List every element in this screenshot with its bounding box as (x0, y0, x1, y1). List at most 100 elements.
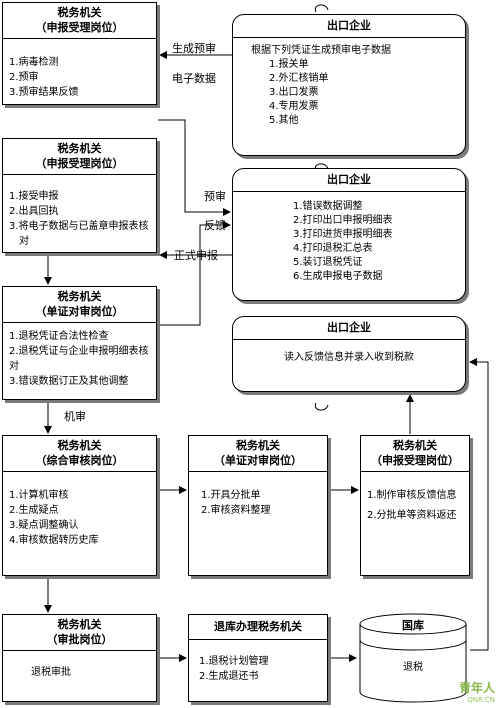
refund-office-box-title: 退库办理税务机关 (214, 620, 302, 633)
tax-verify-box-1-title: 税务机关 (57, 290, 102, 303)
list-item: 1.退税计划管理 (199, 656, 269, 667)
export-box-1-body: 根据下列凭证生成预审电子数据 1.报关单 2.外汇核销单 3.出口发票 4.专用… (233, 38, 465, 132)
arrow-verify1-to-export2 (158, 221, 231, 326)
treasury-cylinder: 国库 退税 (358, 612, 468, 704)
refund-office-box-body: 1.退税计划管理 2.生成退还书 (189, 640, 327, 688)
list-item: 3.出口发票 (269, 87, 319, 98)
tax-accept-box-1: 税务机关 （申报受理岗位） 1.病毒检测 2.预审 3.预审结果反馈 (2, 2, 157, 105)
watermark-logo: 青年人 QNR.CN (459, 682, 495, 706)
list-item: 1.错误数据调整 (293, 201, 363, 212)
label-prereview: 预审 (204, 190, 226, 203)
label-formal-declare: 正式申报 (174, 249, 218, 262)
tax-accept-box-3-subtitle: （申报受理岗位） (371, 454, 459, 467)
list-item: 4.打印退税汇总表 (293, 243, 373, 254)
tax-verify-box-1-header: 税务机关 （单证对审岗位） (3, 287, 156, 323)
list-item: 2.分批单等资料返还 (367, 510, 457, 521)
export-box-2-body: 1.错误数据调整 2.打印出口申报明细表 3.打印进货申报明细表 4.打印退税汇… (233, 192, 465, 288)
tax-review-box-title: 税务机关 (57, 439, 102, 452)
tax-verify-box-2-title: 税务机关 (236, 439, 280, 452)
export-box-3-body: 读入反馈信息并录入收到税款 (233, 340, 465, 369)
tax-accept-box-3-body: 1.制作审核反馈信息 2.分批单等资料返还 (361, 472, 469, 528)
list-item: 3.错误数据订正及其他调整 (9, 376, 129, 387)
list-item: 2.生成退还书 (199, 671, 259, 682)
list-item: 4.专用发票 (269, 101, 319, 112)
list-item: 2.审核资料整理 (201, 505, 271, 516)
list-item: 4.审核数据转历史库 (9, 535, 99, 546)
export-box-3-header: 出口企业 (233, 317, 465, 340)
tax-accept-box-3-header: 税务机关 （申报受理岗位） (361, 436, 469, 472)
label-feedback: 反馈 (204, 219, 226, 232)
list-item: 3.打印进货申报明细表 (293, 229, 393, 240)
tax-approve-box-header: 税务机关 （审批岗位） (3, 615, 156, 651)
treasury-text: 退税 (403, 662, 423, 673)
loop-mark-export1 (314, 4, 329, 13)
tax-accept-box-1-header: 税务机关 （申报受理岗位） (3, 3, 156, 39)
tax-accept-box-3: 税务机关 （申报受理岗位） 1.制作审核反馈信息 2.分批单等资料返还 (360, 435, 470, 576)
list-item: 1.开具分批单 (201, 490, 261, 501)
export-box-2: 出口企业 1.错误数据调整 2.打印出口申报明细表 3.打印进货申报明细表 4.… (232, 168, 466, 301)
label-prereview-data-2: 电子数据 (172, 72, 216, 85)
list-item: 6.生成申报电子数据 (293, 271, 383, 282)
export-box-3-text: 读入反馈信息并录入收到税款 (284, 352, 414, 363)
refund-office-box-header: 退库办理税务机关 (189, 615, 327, 640)
tax-review-box: 税务机关 （综合审核岗位） 1.计算机审核 2.生成疑点 3.疑点调整确认 4.… (2, 435, 157, 576)
tax-review-box-subtitle: （综合审核岗位） (35, 454, 124, 467)
list-item: 2.打印出口申报明细表 (293, 215, 393, 226)
list-item: 3.将电子数据与已盖章申报表核对 (9, 221, 149, 247)
watermark-name: 青年人 (458, 681, 495, 695)
list-item: 2.出具回执 (9, 206, 59, 217)
label-prereview-data-1: 生成预审 (172, 42, 216, 55)
list-item: 2.退税凭证与企业申报明细表核对 (9, 346, 149, 372)
tax-accept-box-2-subtitle: （申报受理岗位） (35, 157, 124, 170)
refund-office-box: 退库办理税务机关 1.退税计划管理 2.生成退还书 (188, 614, 328, 702)
tax-verify-box-1-body: 1.退税凭证合法性检查 2.退税凭证与企业申报明细表核对 3.错误数据订正及其他… (3, 323, 156, 393)
label-machine-review: 机审 (64, 410, 86, 423)
tax-approve-box-title: 税务机关 (57, 618, 102, 631)
tax-accept-box-2: 税务机关 （申报受理岗位） 1.接受申报 2.出具回执 3.将电子数据与已盖章申… (2, 138, 157, 253)
arrow-treasury-to-export3 (469, 358, 489, 651)
tax-accept-box-1-title: 税务机关 (57, 6, 102, 19)
tax-verify-box-1-subtitle: （单证对审岗位） (35, 305, 124, 318)
tax-approve-box-subtitle: （审批岗位） (46, 633, 113, 646)
list-item: 2.预审 (9, 72, 39, 83)
tax-review-box-body: 1.计算机审核 2.生成疑点 3.疑点调整确认 4.审核数据转历史库 (3, 472, 156, 552)
arrow-accept1-to-export2 (158, 119, 231, 216)
list-item: 2.外汇核销单 (269, 73, 329, 84)
list-item: 1.计算机审核 (9, 490, 69, 501)
list-item: 3.预审结果反馈 (9, 87, 79, 98)
list-item: 根据下列凭证生成预审电子数据 (251, 45, 391, 56)
list-item: 2.生成疑点 (9, 505, 59, 516)
tax-accept-box-1-subtitle: （申报受理岗位） (35, 21, 124, 34)
tax-verify-box-2-subtitle: （单证对审岗位） (214, 454, 302, 467)
export-box-1-header: 出口企业 (233, 15, 465, 38)
export-box-1-title: 出口企业 (327, 19, 371, 32)
list-item: 1.接受申报 (9, 191, 59, 202)
list-item: 3.疑点调整确认 (9, 520, 79, 531)
tax-accept-box-2-title: 税务机关 (57, 142, 102, 155)
list-item: 1.制作审核反馈信息 (367, 490, 457, 501)
watermark-site: QNR.CN (467, 696, 495, 704)
loop-mark-export3 (314, 402, 329, 411)
tax-approve-box-text: 退税审批 (31, 667, 71, 678)
treasury-title: 国库 (402, 619, 424, 632)
list-item: 5.其他 (269, 115, 299, 126)
tax-accept-box-1-body: 1.病毒检测 2.预审 3.预审结果反馈 (3, 39, 156, 104)
tax-verify-box-2-header: 税务机关 （单证对审岗位） (189, 436, 327, 472)
tax-accept-box-2-body: 1.接受申报 2.出具回执 3.将电子数据与已盖章申报表核对 (3, 175, 156, 253)
treasury-cylinder-shape (359, 613, 467, 703)
tax-verify-box-1: 税务机关 （单证对审岗位） 1.退税凭证合法性检查 2.退税凭证与企业申报明细表… (2, 286, 157, 400)
tax-accept-box-2-header: 税务机关 （申报受理岗位） (3, 139, 156, 175)
tax-accept-box-3-title: 税务机关 (393, 439, 437, 452)
export-box-1: 出口企业 根据下列凭证生成预审电子数据 1.报关单 2.外汇核销单 3.出口发票… (232, 14, 466, 156)
export-box-2-title: 出口企业 (327, 173, 371, 186)
list-item: 5.装订退税凭证 (293, 257, 363, 268)
list-item: 1.退税凭证合法性检查 (9, 331, 109, 342)
tax-verify-box-2-body: 1.开具分批单 2.审核资料整理 (189, 472, 327, 522)
export-box-3-title: 出口企业 (327, 321, 371, 334)
tax-approve-box-body: 退税审批 (3, 651, 156, 684)
tax-review-box-header: 税务机关 （综合审核岗位） (3, 436, 156, 472)
tax-verify-box-2: 税务机关 （单证对审岗位） 1.开具分批单 2.审核资料整理 (188, 435, 328, 576)
list-item: 1.病毒检测 (9, 57, 59, 68)
tax-approve-box: 税务机关 （审批岗位） 退税审批 (2, 614, 157, 702)
